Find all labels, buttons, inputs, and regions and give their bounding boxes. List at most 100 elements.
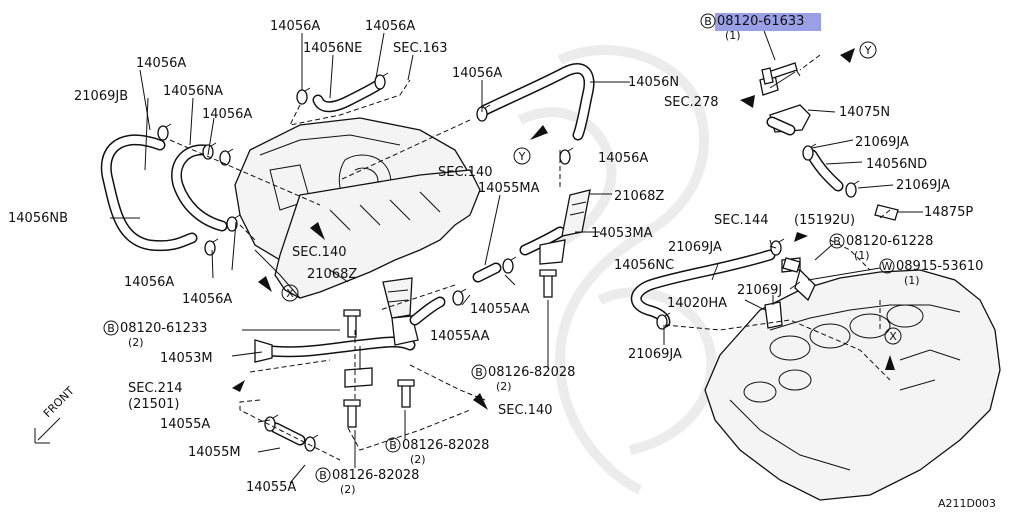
part-label: SEC.140	[292, 245, 347, 260]
callout-part-number: 08120-61633	[717, 14, 804, 29]
diagram-code: A211D003	[938, 497, 996, 510]
part-label: 14055AA	[430, 329, 490, 344]
callout-part-number: 08126-82028	[402, 438, 489, 453]
part-label: 14056A	[452, 66, 502, 81]
hose-clamp-icon	[452, 288, 467, 306]
part-label: 14056A	[124, 275, 174, 290]
part-label: 14055M	[188, 445, 241, 460]
callout-prefix: B	[107, 322, 115, 335]
hose-clamp-icon	[226, 214, 241, 232]
callout-quantity: (2)	[496, 380, 512, 393]
leader-lines	[110, 19, 923, 484]
front-arrow-icon	[34, 417, 61, 444]
part-label: 14056NE	[303, 41, 362, 56]
part-label: 14055A	[246, 480, 296, 495]
callout-prefix: W	[882, 260, 893, 273]
part-label: 14056A	[270, 19, 320, 34]
part-label: 21068Z	[614, 189, 664, 204]
callout-quantity: (2)	[410, 453, 426, 466]
callout-quantity: (2)	[340, 483, 356, 496]
bolt-callout: B 08120-61233(2)	[103, 320, 207, 349]
part-label: 14055MA	[478, 181, 540, 196]
bolt-08126-82028-left-icon	[343, 399, 361, 428]
hose-14056NA	[171, 144, 228, 232]
valve-14075N	[759, 67, 811, 136]
part-label: 14053MA	[591, 226, 653, 241]
part-label: SEC.214	[128, 381, 183, 396]
hose-clamp-icon	[157, 123, 172, 141]
callout-quantity: (1)	[904, 274, 920, 287]
part-label: SEC.140	[498, 403, 553, 418]
direction-arrows	[232, 48, 895, 410]
hose-14056NE	[312, 79, 384, 113]
part-label: 14056NA	[163, 84, 223, 99]
reference-marker: X	[884, 327, 902, 345]
hose-14055MA	[472, 262, 502, 283]
front-label: FRONT	[41, 384, 77, 420]
cylinder-head	[704, 269, 1001, 501]
part-label: SEC.278	[664, 95, 719, 110]
hose-clamp-icon	[204, 238, 219, 256]
part-label: 21069JA	[628, 347, 682, 362]
part-label: 14056NB	[8, 211, 68, 226]
bolt-08120-61233-icon	[343, 309, 361, 338]
part-label: 14055AA	[470, 302, 530, 317]
highlight-box	[715, 13, 821, 31]
part-label: SEC.144	[714, 213, 769, 228]
water-pipe-14053MA	[519, 226, 566, 265]
hose-clamp-icon	[219, 148, 234, 166]
part-label: (15192U)	[794, 213, 855, 228]
intake-manifold	[234, 117, 481, 299]
callout-quantity: (1)	[854, 249, 870, 262]
callout-quantity: (2)	[128, 336, 144, 349]
part-label: 14055A	[160, 417, 210, 432]
hose-clamp-icon	[845, 180, 860, 198]
reference-marker: X	[281, 284, 299, 302]
part-label: 14056A	[136, 56, 186, 71]
part-label: 14020HA	[667, 296, 727, 311]
reference-marker-letter: Y	[518, 150, 526, 163]
part-label: 21069J	[737, 283, 782, 298]
callout-part-number: 08120-61233	[120, 321, 207, 336]
part-label: 14075N	[839, 105, 890, 120]
callout-part-number: 08120-61228	[846, 234, 933, 249]
hose-clamp-icon	[374, 72, 389, 90]
housing-21068Z-lower	[382, 277, 446, 346]
reference-marker: Y	[859, 41, 877, 59]
callout-prefix: B	[475, 366, 483, 379]
hose-clamp-icon	[304, 434, 319, 452]
part-label: 21069JA	[668, 240, 722, 255]
hose-14056ND	[806, 149, 844, 192]
reference-marker: Y	[513, 147, 531, 165]
callout-part-number: 08126-82028	[332, 468, 419, 483]
hose-clamp-icon	[502, 256, 517, 274]
callout-prefix: B	[319, 469, 327, 482]
part-label: 14056A	[182, 292, 232, 307]
part-label: 21068Z	[307, 267, 357, 282]
part-label: 14056A	[365, 19, 415, 34]
part-label: 21069JA	[896, 178, 950, 193]
reference-markers: Y Y X X	[281, 41, 902, 345]
hose-14056NB	[100, 134, 198, 252]
part-label: 14056N	[628, 75, 679, 90]
part-label: 14875P	[924, 205, 973, 220]
hose-clamp-icon	[802, 143, 817, 161]
part-label: (21501)	[128, 397, 180, 412]
callout-prefix: B	[704, 15, 712, 28]
part-label: 14056ND	[866, 157, 927, 172]
reference-marker-letter: X	[889, 330, 897, 343]
hose-14056N	[479, 63, 595, 141]
callout-part-number: 08915-53610	[896, 259, 983, 274]
bolt-08120-61228-icon	[782, 257, 801, 273]
bolt-08126-82028-right-icon	[539, 269, 557, 298]
hose-clamp-icon	[559, 147, 574, 165]
reference-marker-letter: X	[286, 287, 294, 300]
